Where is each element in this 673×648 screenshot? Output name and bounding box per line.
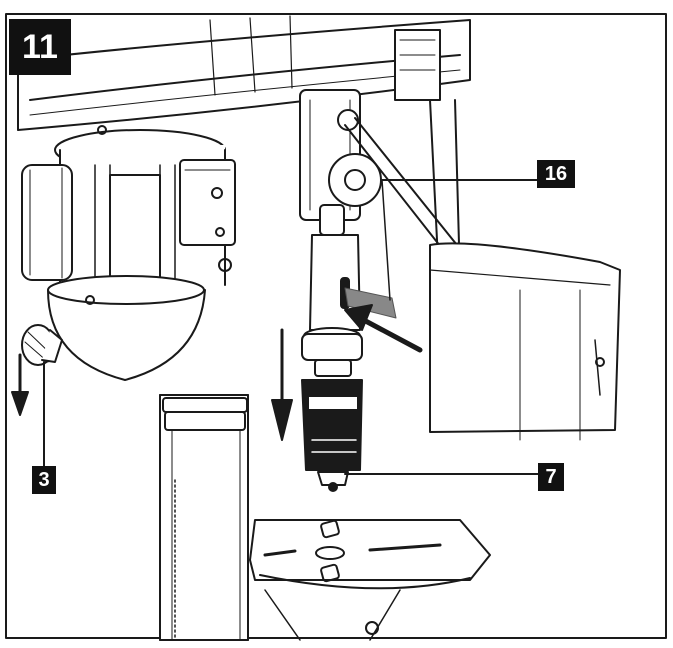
callout-label-7: 7 [538,463,564,491]
drift-key-tape [344,179,538,319]
belt-guard [429,242,621,441]
callout-label-3: 3 [32,466,56,494]
insert-arrow [344,304,423,353]
motor [21,125,236,381]
column [159,394,249,641]
worktable [249,519,491,641]
tension-knob [21,324,63,366]
feed-hub [328,109,382,207]
lever-down-arrow [11,353,45,469]
step-number-badge: 11 [9,19,71,75]
callout-label-16: 16 [537,160,575,188]
quill [299,89,363,361]
diagram-border [5,13,667,639]
chuck [301,359,539,492]
chuck-down-arrow [271,328,293,441]
